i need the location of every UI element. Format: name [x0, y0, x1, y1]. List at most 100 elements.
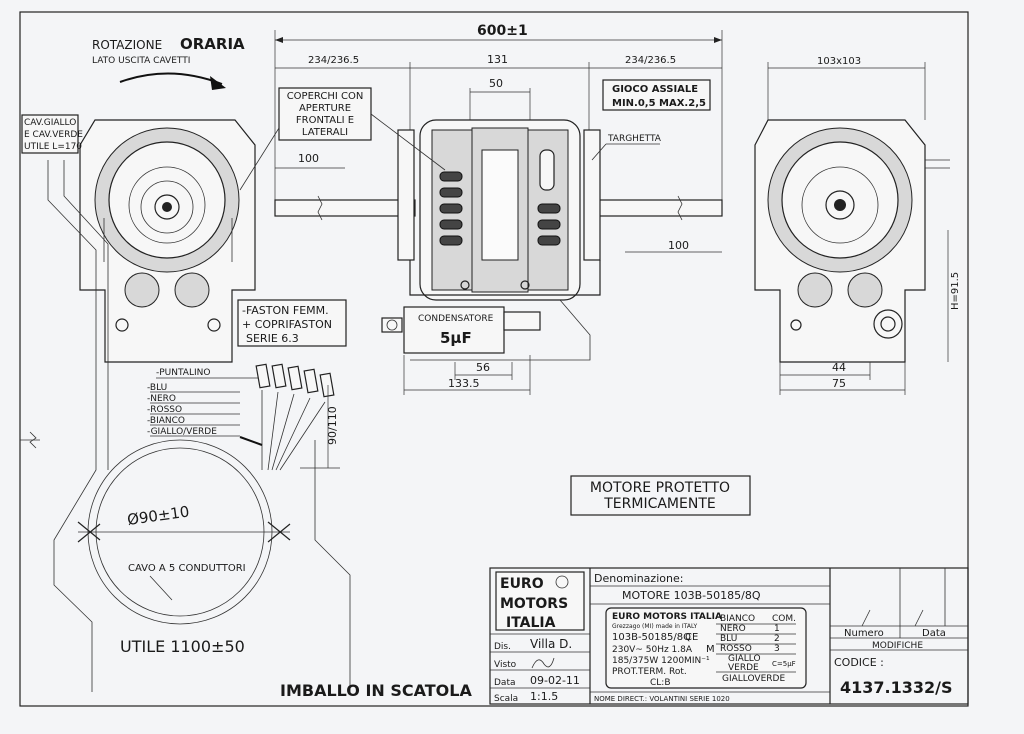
dim-base-133: 133.5 [448, 377, 480, 390]
lead-length-dim: 90/110 [300, 385, 340, 469]
top-dimensions: 600±1 234/236.5 131 234/236.5 50 100 100 [274, 23, 723, 253]
svg-text:GIALLOVERDE: GIALLOVERDE [722, 674, 785, 684]
cable-note: CAV.GIALLO E CAV.VERDE UTILE L=170 [21, 114, 83, 154]
arrow-head-icon [210, 76, 226, 90]
euro-motors-logo: EURO MOTORS ITALIA [495, 571, 585, 631]
svg-text:ROSSO: ROSSO [720, 644, 752, 654]
svg-text:GIOCO ASSIALE: GIOCO ASSIALE [612, 84, 698, 95]
svg-text:1: 1 [774, 624, 780, 634]
svg-text:MODIFICHE: MODIFICHE [872, 641, 923, 651]
svg-text:E CAV.VERDE: E CAV.VERDE [24, 130, 83, 140]
svg-text:Dis.: Dis. [494, 642, 511, 652]
svg-text:NERO: NERO [720, 624, 746, 634]
drawing-scale: 1:1.5 [530, 690, 558, 703]
svg-text:-PUNTALINO: -PUNTALINO [156, 368, 210, 378]
right-dimensions: 103x103 H=91.5 44 75 [767, 56, 961, 395]
dim-side-44: 44 [832, 361, 846, 374]
axial-play-callout: GIOCO ASSIALE MIN.0,5 MAX.2,5 [602, 79, 711, 111]
dim-left-shaft: 234/236.5 [308, 55, 359, 66]
motor-side-view [274, 119, 723, 361]
svg-text:Visto: Visto [494, 660, 517, 670]
svg-text:PROT.TERM. Rot.: PROT.TERM. Rot. [612, 667, 687, 677]
dim-right-shaft: 234/236.5 [625, 55, 676, 66]
svg-text:2: 2 [774, 634, 780, 644]
rotation-arrow-icon [119, 72, 223, 85]
svg-text:CAV.GIALLO: CAV.GIALLO [24, 118, 76, 128]
rotation-label: ROTAZIONE [92, 38, 162, 52]
dim-overall: 600±1 [477, 23, 528, 39]
svg-text:Grezzago (MI) made in ITALY: Grezzago (MI) made in ITALY [612, 623, 697, 630]
svg-text:FRONTALI E: FRONTALI E [296, 115, 354, 126]
cable-5-label: CAVO A 5 CONDUTTORI [128, 563, 246, 574]
rotation-note: ROTAZIONE ORARIA LATO USCITA CAVETTI [92, 35, 245, 90]
svg-text:-NERO: -NERO [147, 394, 176, 404]
svg-text:185/375W 1200MIN⁻¹: 185/375W 1200MIN⁻¹ [612, 656, 710, 666]
base-dimensions: 56 133.5 [403, 355, 531, 395]
svg-text:MIN.0,5 MAX.2,5: MIN.0,5 MAX.2,5 [612, 98, 706, 109]
svg-text:ITALIA: ITALIA [506, 615, 556, 631]
signature-icon [531, 657, 555, 669]
svg-text:5µF: 5µF [440, 329, 472, 347]
svg-text:COPERCHI CON: COPERCHI CON [287, 91, 364, 102]
svg-text:MOTORS: MOTORS [500, 596, 568, 612]
protection-note: MOTORE PROTETTO TERMICAMENTE [570, 475, 751, 516]
svg-text:-GIALLO/VERDE: -GIALLO/VERDE [147, 427, 217, 437]
svg-text:EURO: EURO [500, 576, 544, 592]
dim-side-75: 75 [832, 377, 846, 390]
dim-left-100: 100 [298, 152, 319, 165]
wire-bundle: -PUNTALINO -BLU -NERO -ROSSO -BIANCO -GI… [147, 363, 335, 471]
svg-text:TARGHETTA: TARGHETTA [607, 134, 662, 144]
svg-text:CL:B: CL:B [650, 678, 671, 688]
rotation-direction: ORARIA [180, 35, 245, 53]
svg-text:230V~ 50Hz 1.8A: 230V~ 50Hz 1.8A [612, 645, 693, 655]
dim-diameter: Ø90±10 [126, 502, 190, 529]
svg-text:-ROSSO: -ROSSO [147, 405, 182, 415]
svg-text:Numero: Numero [844, 628, 884, 639]
dim-base-56: 56 [476, 361, 490, 374]
svg-text:BIANCO: BIANCO [720, 614, 755, 624]
direction-note: NOME DIRECT.: VOLANTINI SERIE 1020 [594, 695, 730, 703]
title-block: EURO MOTORS ITALIA Dis. Villa D. Visto D… [489, 567, 969, 705]
dim-height: H=91.5 [950, 272, 961, 310]
drawing-code: 4137.1332/S [840, 678, 953, 697]
svg-text:Data: Data [922, 628, 946, 639]
svg-text:VERDE: VERDE [728, 663, 759, 673]
dim-right-100: 100 [668, 239, 689, 252]
covers-callout: COPERCHI CON APERTURE FRONTALI E LATERAL… [239, 87, 446, 191]
svg-text:COM.: COM. [772, 614, 796, 624]
svg-text:EURO MOTORS ITALIA: EURO MOTORS ITALIA [612, 612, 722, 622]
svg-text:C=5µF: C=5µF [772, 660, 796, 668]
svg-text:TERMICAMENTE: TERMICAMENTE [603, 496, 715, 512]
svg-text:CONDENSATORE: CONDENSATORE [418, 314, 494, 324]
svg-text:APERTURE: APERTURE [299, 103, 351, 114]
svg-text:-FASTON FEMM.: -FASTON FEMM. [242, 304, 329, 317]
cable-coil: Ø90±10 CAVO A 5 CONDUTTORI UTILE 1100±50 [77, 439, 291, 656]
svg-text:SERIE 6.3: SERIE 6.3 [246, 332, 299, 345]
dim-inner: 50 [489, 77, 503, 90]
svg-text:Scala: Scala [494, 694, 518, 704]
left-end-view [79, 119, 256, 363]
denomination: MOTORE 103B-50185/8Q [622, 589, 761, 602]
useful-length: UTILE 1100±50 [120, 637, 245, 656]
cable-route [20, 160, 351, 692]
nameplate: EURO MOTORS ITALIA Grezzago (MI) made in… [605, 607, 807, 689]
svg-text:LATERALI: LATERALI [302, 127, 348, 138]
dim-lead-length: 90/110 [326, 406, 339, 445]
right-end-view [754, 119, 950, 363]
capacitor-label: CONDENSATORE 5µF [418, 314, 494, 347]
denomination-label: Denominazione: [594, 572, 683, 585]
svg-text:BLU: BLU [720, 634, 737, 644]
svg-text:CODICE :: CODICE : [834, 656, 884, 669]
svg-text:3: 3 [774, 644, 780, 654]
svg-text:-BIANCO: -BIANCO [147, 416, 185, 426]
svg-text:Data: Data [494, 678, 516, 688]
sheet-border [19, 11, 969, 707]
svg-text:UTILE L=170: UTILE L=170 [24, 142, 82, 152]
svg-text:M: M [706, 644, 715, 655]
svg-text:-BLU: -BLU [147, 383, 167, 393]
packing-note: IMBALLO IN SCATOLA [280, 681, 472, 700]
svg-text:103B-50185/8Q: 103B-50185/8Q [612, 632, 691, 643]
drawn-by: Villa D. [530, 637, 572, 651]
dim-body: 131 [487, 53, 508, 66]
